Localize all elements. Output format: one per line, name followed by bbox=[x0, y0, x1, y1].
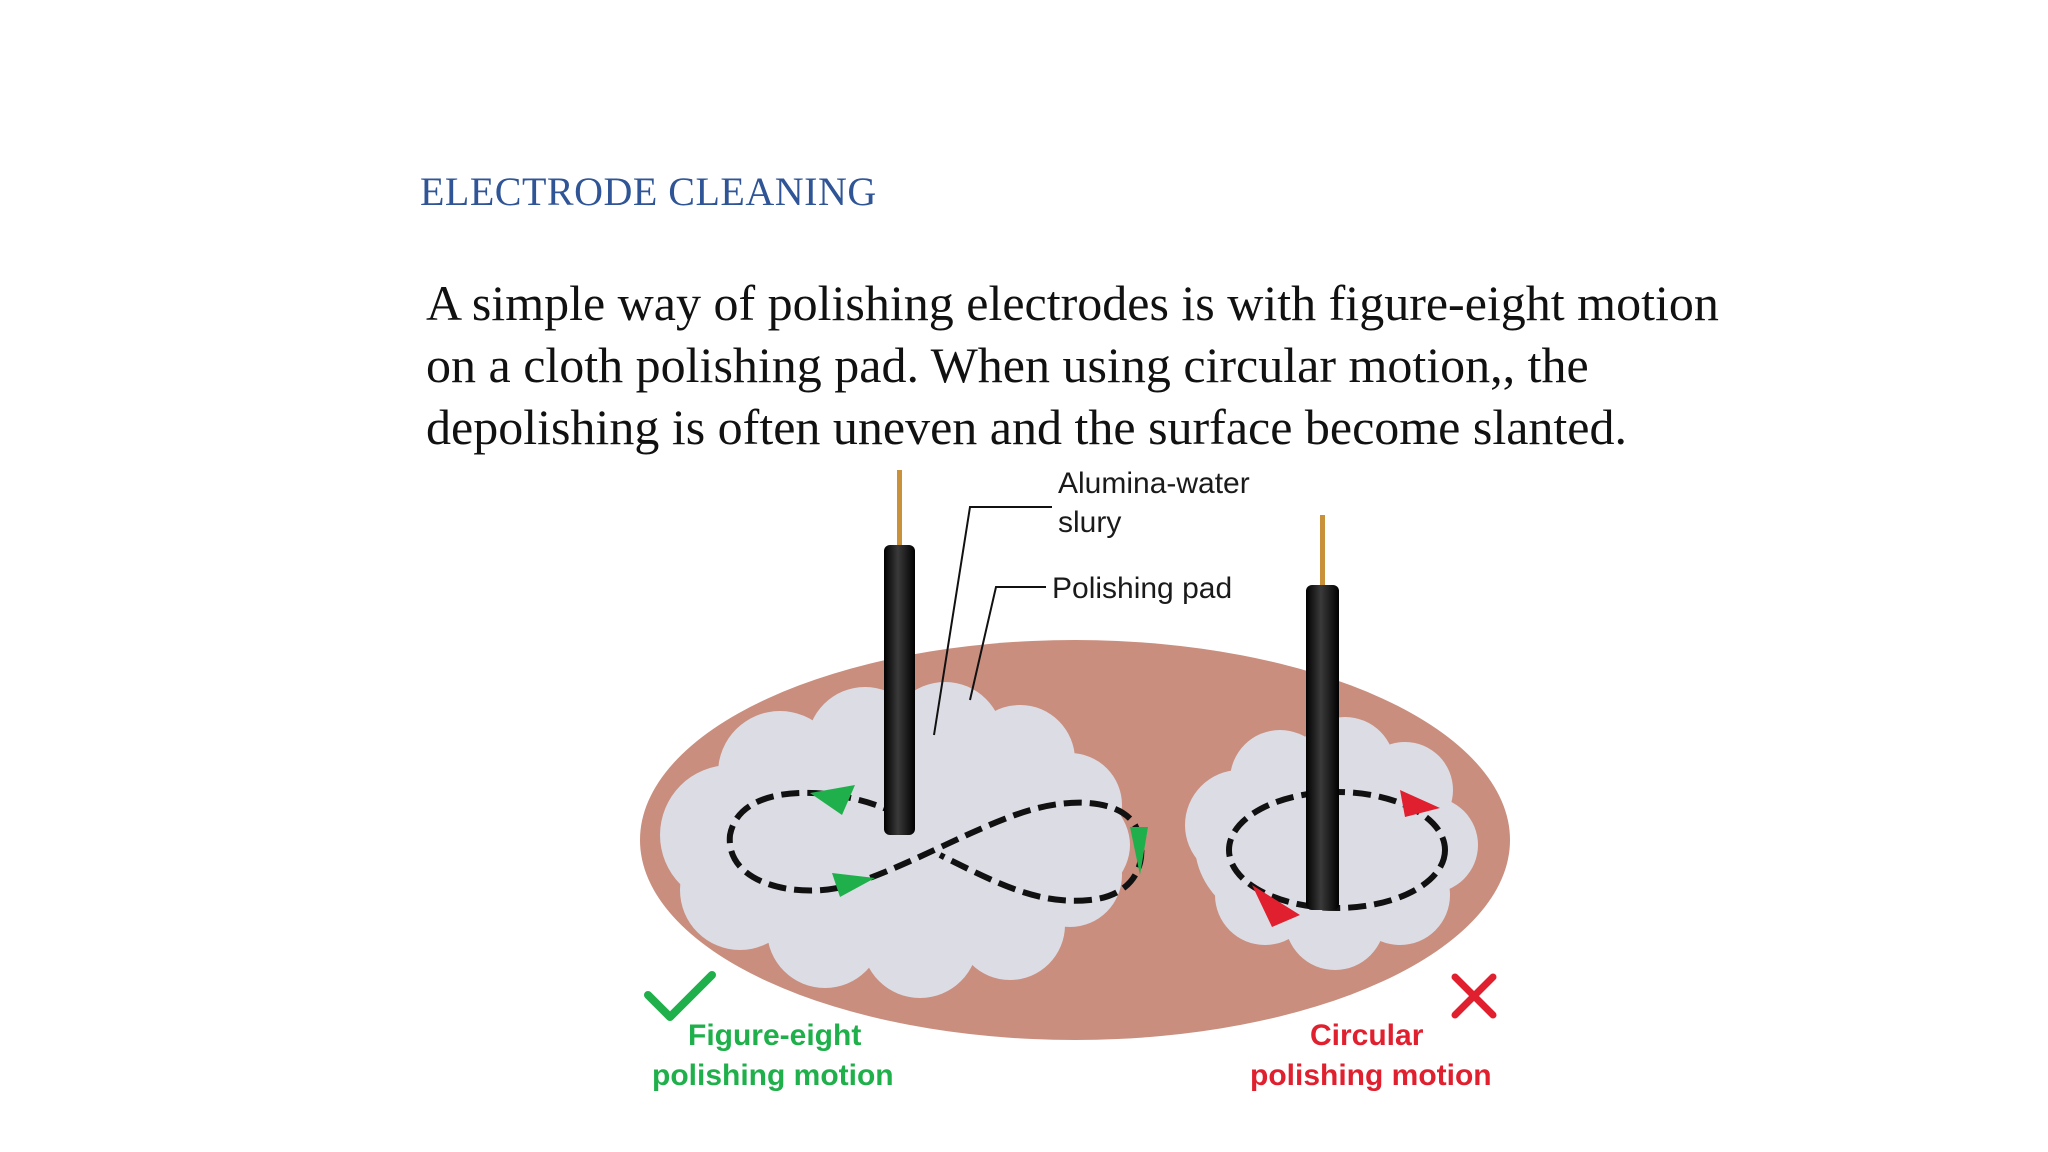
figure-eight-path bbox=[726, 789, 1145, 904]
check-mark-icon bbox=[644, 971, 716, 1021]
figure-eight-arrow-bottom bbox=[832, 873, 875, 897]
electrode-right bbox=[1306, 585, 1339, 910]
circular-arrow-bottom bbox=[1252, 885, 1300, 927]
cross-mark-icon bbox=[1451, 973, 1497, 1019]
figure-eight-label-line2: polishing motion bbox=[652, 1059, 894, 1092]
alumina-label-line1: Alumina-water bbox=[1058, 467, 1250, 500]
polishing-pad-leader-line bbox=[969, 586, 1046, 701]
figure-eight-arrow-top bbox=[810, 785, 855, 815]
polishing-pad-label: Polishing pad bbox=[1052, 572, 1232, 605]
electrode-wire-right bbox=[1320, 515, 1325, 590]
circular-arrow-top bbox=[1400, 790, 1440, 817]
body-line-3: depolishing is often uneven and the surf… bbox=[426, 399, 1628, 455]
electrode-wire-left bbox=[897, 470, 902, 550]
alumina-leader-line bbox=[933, 506, 1052, 736]
figure-eight-label-line1: Figure-eight bbox=[688, 1019, 861, 1052]
body-line-2: on a cloth polishing pad. When using cir… bbox=[426, 337, 1589, 393]
electrode-left bbox=[884, 545, 915, 835]
slide-title: ELECTRODE CLEANING bbox=[420, 169, 877, 214]
slide-body-text: A simple way of polishing electrodes is … bbox=[426, 272, 1846, 458]
figure-eight-arrow-right bbox=[1130, 827, 1148, 875]
polishing-diagram: Alumina-water slury Polishing pad Figure… bbox=[640, 467, 1510, 1092]
body-line-1: A simple way of polishing electrodes is … bbox=[426, 275, 1719, 331]
circular-label-line1: Circular bbox=[1310, 1019, 1424, 1052]
alumina-label-line2: slury bbox=[1058, 506, 1121, 539]
circular-label-line2: polishing motion bbox=[1250, 1059, 1492, 1092]
